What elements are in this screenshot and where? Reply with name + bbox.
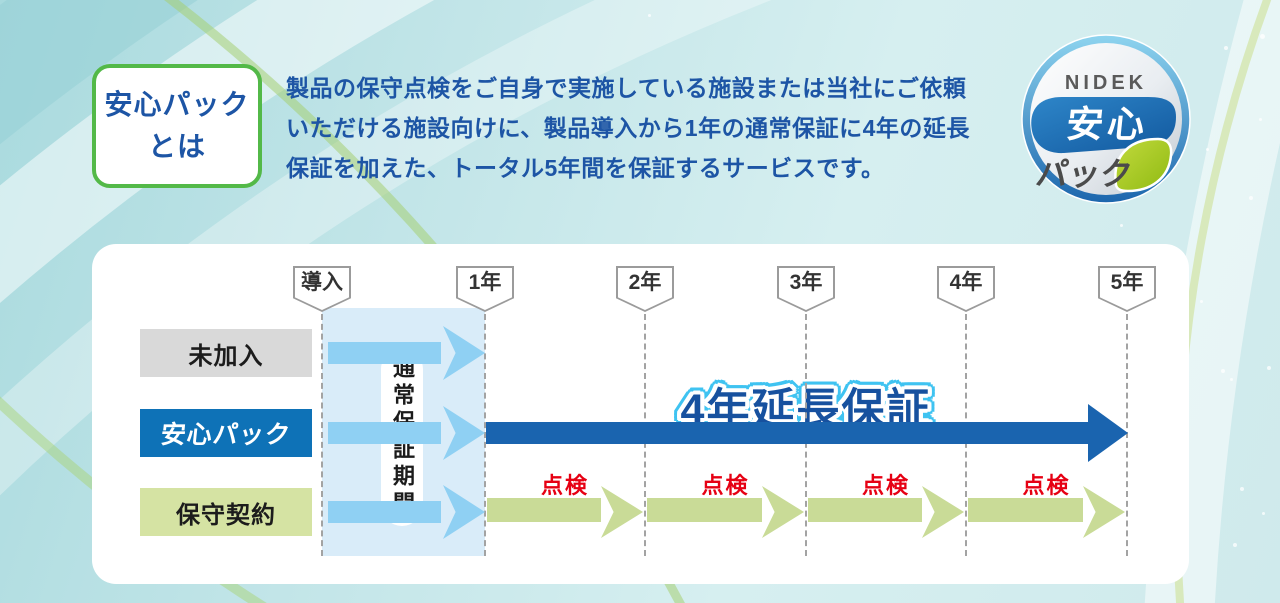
normal-warranty-arrow-shaft-0 xyxy=(328,342,441,364)
inspection-label-2: 点検 xyxy=(701,473,750,498)
maintenance-arrowhead-3 xyxy=(922,486,964,538)
sparkle-dot-2 xyxy=(1206,148,1209,151)
extended-warranty-arrowhead xyxy=(1088,404,1128,462)
maintenance-arrowhead-2 xyxy=(762,486,804,538)
normal-warranty-arrow-shaft-2 xyxy=(328,501,441,523)
sparkle-dot-7 xyxy=(1230,378,1233,381)
row-label-text: 安心パック xyxy=(159,421,293,449)
timeline-marker-5: 5年 xyxy=(1098,266,1156,312)
intro-title-line1: 安心パック xyxy=(104,89,250,120)
description-line1: 製品の保守点検をご自身で実施している施設または当社にご依頼 xyxy=(286,75,967,101)
intro-title-box: 安心パック とは xyxy=(92,64,262,188)
timeline-marker-1: 1年 xyxy=(456,266,514,312)
badge-banner-shape xyxy=(1031,97,1176,154)
marker-label: 4年 xyxy=(949,271,983,294)
sparkle-dot-1 xyxy=(1260,34,1265,39)
sparkle-dot-4 xyxy=(1259,118,1262,121)
timeline-vline-5 xyxy=(1126,314,1128,556)
description-line3: 保証を加えた、トータル5年間を保証するサービスです。 xyxy=(286,155,885,181)
sparkle-dot-10 xyxy=(1262,512,1265,515)
nidek-anshin-pack-badge: NIDEK 安心 パック xyxy=(1020,33,1192,205)
extended-warranty-arrow-shaft xyxy=(486,422,1090,444)
maintenance-arrowhead-1 xyxy=(601,486,643,538)
timeline-marker-2: 2年 xyxy=(616,266,674,312)
sparkle-dot-3 xyxy=(1249,196,1253,200)
service-description: 製品の保守点検をご自身で実施している施設または当社にご依頼 いただける施設向けに… xyxy=(286,68,1006,188)
maintenance-arrow-shaft-2 xyxy=(647,498,762,522)
timeline-marker-0: 導入 xyxy=(293,266,351,312)
description-line2: いただける施設向けに、製品導入から1年の通常保証に4年の延長 xyxy=(286,115,970,141)
marker-label: 1年 xyxy=(468,271,502,294)
row-label-blue: 安心パック xyxy=(140,409,312,457)
marker-label: 2年 xyxy=(628,271,662,294)
sparkle-dot-12 xyxy=(1120,224,1123,227)
sparkle-dot-5 xyxy=(1200,300,1203,303)
maintenance-arrow-shaft-4 xyxy=(968,498,1083,522)
inspection-label-3: 点検 xyxy=(861,473,910,498)
badge-title: 安心 xyxy=(1064,103,1150,145)
sparkle-dot-0 xyxy=(1224,46,1228,50)
sparkle-dot-11 xyxy=(1233,543,1237,547)
row-label-green: 保守契約 xyxy=(140,488,312,536)
marker-label: 3年 xyxy=(789,271,823,294)
row-label-text: 保守契約 xyxy=(176,501,276,529)
timeline-vline-0 xyxy=(321,314,323,556)
maintenance-arrow-shaft-3 xyxy=(808,498,922,522)
normal-warranty-arrow-shaft-1 xyxy=(328,422,441,444)
inspection-label-1: 点検 xyxy=(540,473,589,498)
row-label-text: 未加入 xyxy=(188,342,264,370)
badge-subtitle: パック xyxy=(1034,156,1135,192)
timeline-vline-1 xyxy=(484,314,486,556)
marker-label: 導入 xyxy=(301,271,343,294)
maintenance-arrowhead-4 xyxy=(1083,486,1125,538)
sparkle-dot-9 xyxy=(1240,487,1244,491)
timeline-marker-3: 3年 xyxy=(777,266,835,312)
badge-leaf-icon xyxy=(1114,137,1173,193)
sparkle-dot-6 xyxy=(1221,369,1225,373)
marker-label: 5年 xyxy=(1110,271,1144,294)
timeline-marker-4: 4年 xyxy=(937,266,995,312)
timeline-panel: 4年延長保証 4年延長保証 4年延長保証 通常保証期間 点検点検点検点検導入1年… xyxy=(92,244,1189,584)
intro-title-line2: とは xyxy=(147,131,206,162)
badge-brand: NIDEK xyxy=(1065,72,1147,94)
maintenance-arrow-shaft-1 xyxy=(487,498,601,522)
inspection-label-4: 点検 xyxy=(1022,473,1071,498)
badge-logo-icon: NIDEK 安心 パック xyxy=(1021,34,1191,204)
sparkle-dot-8 xyxy=(1267,366,1271,370)
sparkle-dot-13 xyxy=(648,14,651,17)
row-label-gray: 未加入 xyxy=(140,329,312,377)
